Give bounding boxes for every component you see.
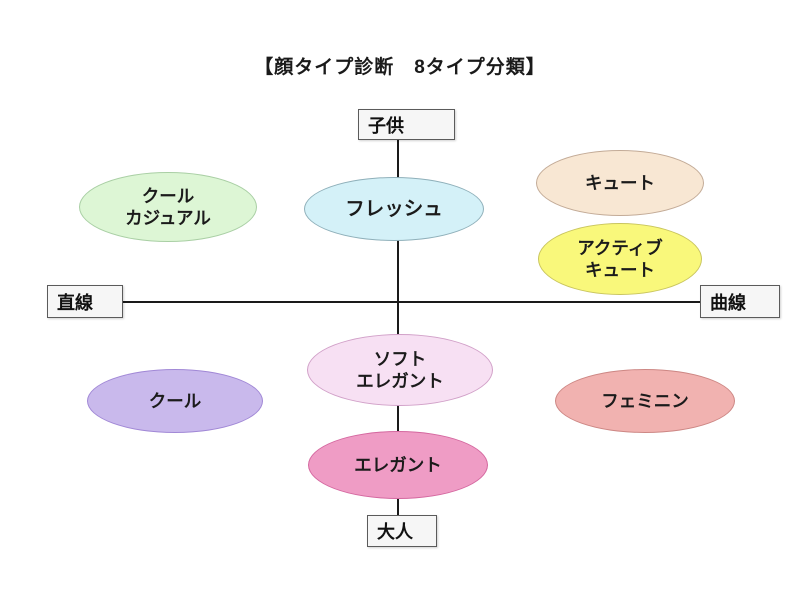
type-ellipse-feminine: フェミニン <box>555 369 735 433</box>
axis-label-adult-text: 大人 <box>377 522 413 542</box>
axis-label-straight: 直線 <box>47 285 123 318</box>
type-label-fresh: フレッシュ <box>345 197 443 220</box>
axis-label-adult: 大人 <box>367 515 437 547</box>
axis-label-straight-text: 直線 <box>57 292 93 313</box>
vertical-axis-line <box>397 139 399 516</box>
horizontal-axis-line <box>121 301 701 303</box>
type-ellipse-active-cute: アクティブ キュート <box>538 223 702 295</box>
type-label-cute: キュート <box>585 172 655 193</box>
axis-label-curve: 曲線 <box>700 285 780 318</box>
axis-label-curve-text: 曲線 <box>710 292 746 313</box>
type-label-feminine: フェミニン <box>601 390 689 411</box>
type-ellipse-elegant: エレガント <box>308 431 488 499</box>
type-label-elegant: エレガント <box>354 454 442 475</box>
type-ellipse-cute: キュート <box>536 150 704 216</box>
type-ellipse-fresh: フレッシュ <box>304 177 484 241</box>
type-ellipse-cool-casual: クール カジュアル <box>79 172 257 242</box>
type-ellipse-soft-elegant: ソフト エレガント <box>307 334 493 406</box>
axis-label-child-text: 子供 <box>368 115 404 136</box>
type-label-soft-elegant: ソフト エレガント <box>356 348 444 391</box>
type-label-cool: クール <box>148 390 202 411</box>
type-label-active-cute: アクティブ キュート <box>577 237 663 280</box>
type-label-cool-casual: クール カジュアル <box>125 185 211 228</box>
chart-title: 【顔タイプ診断 8タイプ分類】 <box>254 57 546 78</box>
type-ellipse-cool: クール <box>87 369 263 433</box>
axis-label-child: 子供 <box>358 109 455 140</box>
